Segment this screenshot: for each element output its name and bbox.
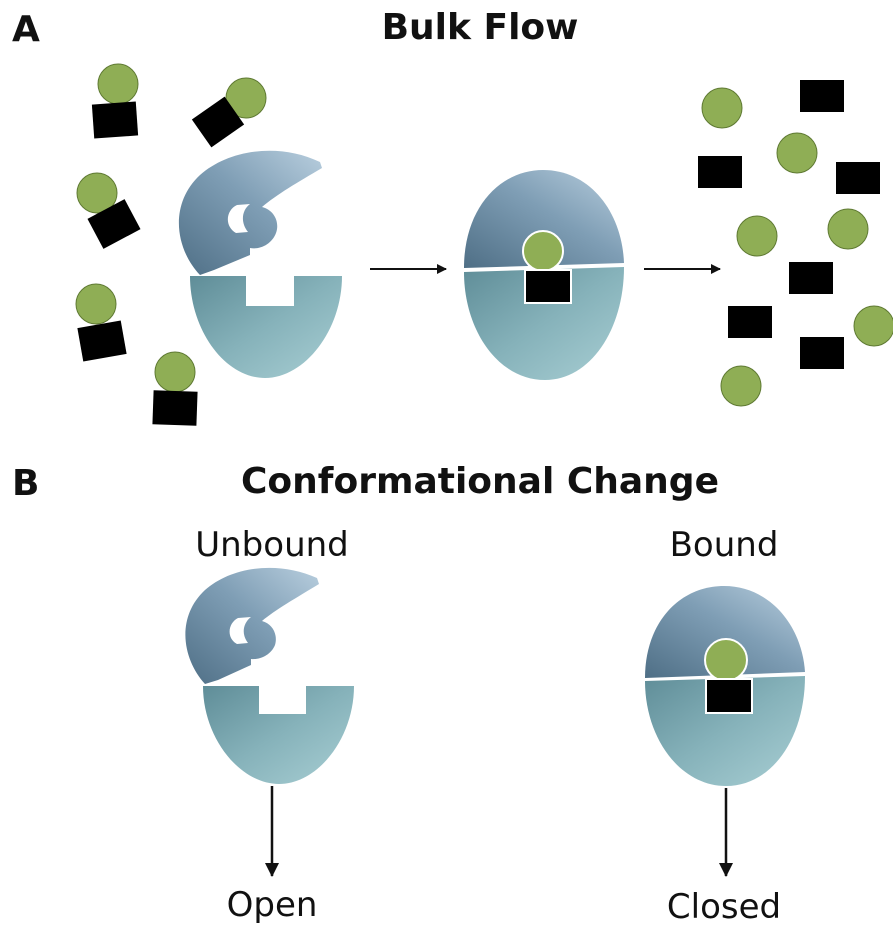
panel-a-title: Bulk Flow [381,7,579,48]
state-label-bound: Bound [669,525,779,565]
bound-ligand-square [705,678,753,714]
outcome-label-open: Open [226,885,318,925]
protein-open-a [178,150,342,378]
outcome-label-closed: Closed [666,887,782,927]
ligand-pair-2 [191,77,267,148]
bound-ligand-circle [522,230,564,272]
released-ligands [698,80,893,407]
state-label-unbound: Unbound [195,525,349,565]
protein-top-half [464,170,624,268]
protein-top-jaw [185,567,319,684]
ligand-pair-4 [75,283,127,362]
protein-bottom-half [464,267,624,380]
bound-ligand-square [524,269,572,304]
panel-a-letter: A [12,9,40,50]
panel-b-letter: B [12,463,40,504]
ligand-pair-5 [152,351,198,426]
ligand-pair-1 [91,63,139,139]
protein-bottom-half [645,676,805,786]
protein-open-b [185,567,354,784]
panel-b-title: Conformational Change [241,461,719,502]
protein-closed-b [645,586,805,786]
bound-ligand-circle [704,638,748,682]
protein-top-half [645,586,805,678]
protein-bottom-half [190,276,342,378]
ligand-pair-3 [76,172,141,249]
protein-closed-a [464,170,624,380]
protein-top-jaw [178,150,322,275]
protein-bottom-half [203,686,354,784]
